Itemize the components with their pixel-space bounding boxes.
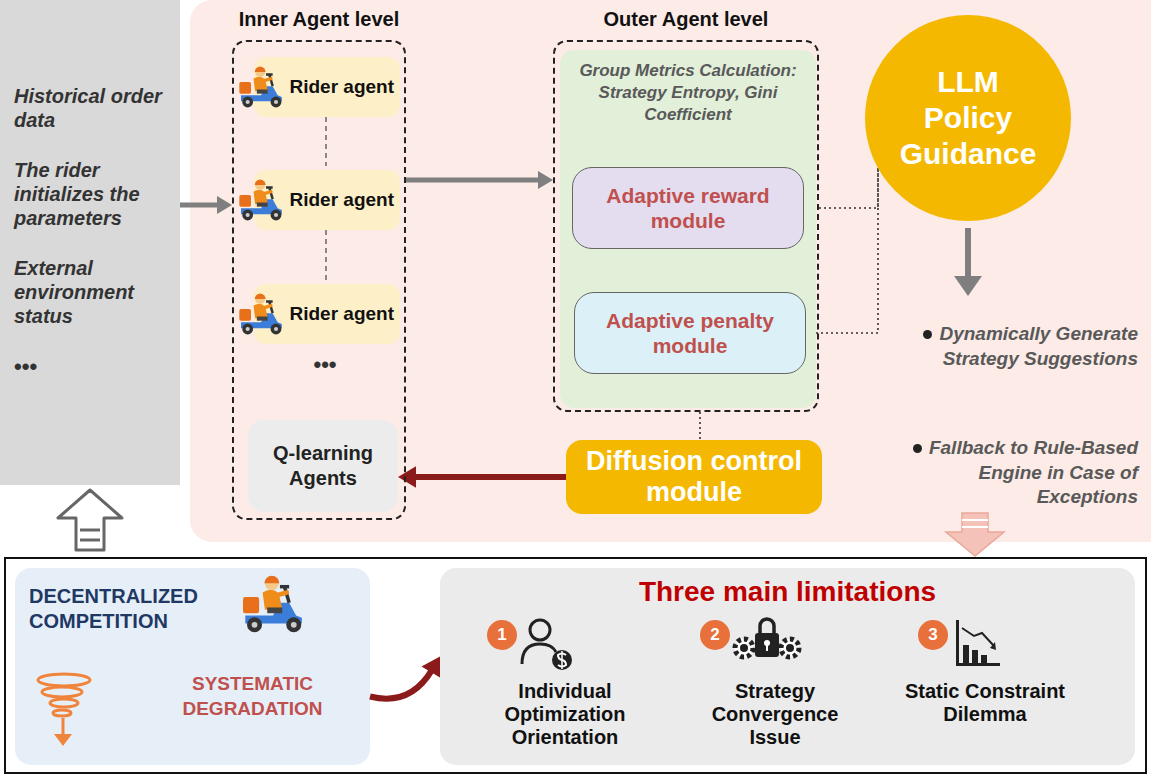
- pink-down-arrow: [946, 513, 1004, 556]
- connector: [398, 466, 566, 488]
- node-text: The rider initializes the parameters: [14, 158, 164, 230]
- connector: [806, 168, 878, 333]
- bottom-frame: [5, 558, 1146, 773]
- scooter-icon: [243, 576, 302, 633]
- limitation-name: Strategy Convergence Issue: [690, 680, 860, 749]
- q-learning-box: Q-learning Agents: [248, 420, 398, 512]
- node-text: LLM Policy Guidance: [893, 64, 1043, 172]
- node-text: Inner Agent level: [194, 8, 444, 31]
- bullet-dot: [913, 444, 922, 453]
- llm-circle: LLM Policy Guidance: [865, 15, 1071, 221]
- inner-agent-group: Inner Agent levelRider agentRider agentR…: [232, 40, 406, 520]
- rider-scooter-icon: [236, 178, 286, 222]
- node-text: SYSTEMATIC DEGRADATION: [145, 672, 360, 721]
- node-text: Adaptive reward module: [583, 183, 793, 233]
- connector: [406, 171, 553, 189]
- rider-agent-box: Rider agent: [254, 57, 400, 117]
- node-text: DECENTRALIZED COMPETITION: [29, 584, 269, 634]
- node-text: •••: [14, 354, 37, 380]
- node-text: 1: [497, 625, 506, 645]
- connector: [370, 657, 440, 699]
- competition-panel: DECENTRALIZED COMPETITION SYSTEMATIC DEGR…: [15, 568, 370, 765]
- limitation-name: Individual Optimization Orientation: [480, 680, 650, 749]
- rider-scooter-icon: [236, 65, 286, 109]
- node-text: Rider agent: [289, 189, 394, 211]
- tornado-icon: [38, 674, 90, 746]
- penalty-module-box: Adaptive penalty module: [574, 292, 806, 374]
- node-text: 3: [928, 625, 937, 645]
- node-text: 2: [710, 625, 719, 645]
- node-text: Outer Agent level: [515, 8, 857, 31]
- diffusion-control-box: Diffusion control module: [566, 440, 822, 514]
- bullet-note: Dynamically Generate Strategy Suggestion…: [880, 322, 1138, 371]
- node-text: Historical order data: [14, 84, 164, 132]
- ellipsis-mark: •••: [252, 352, 398, 378]
- connector: [180, 196, 232, 214]
- outer-region: [190, 0, 1151, 542]
- limitation-name: Static Constraint Dilemma: [900, 680, 1070, 726]
- lock-gears-icon: [735, 619, 799, 657]
- node-text: Q-learning Agents: [263, 441, 383, 491]
- connector: [700, 412, 701, 440]
- rider-agent-box: Rider agent: [254, 284, 400, 344]
- outer-agent-group: Outer Agent levelGroup Metrics Calculati…: [553, 40, 819, 412]
- group-metrics-box: Group Metrics Calculation: Strategy Entr…: [560, 50, 816, 408]
- reward-module-box: Adaptive reward module: [572, 167, 804, 249]
- person-cost-icon: [522, 620, 572, 670]
- node-text: Three main limitations: [440, 576, 1135, 608]
- rider-scooter-icon: [236, 292, 286, 336]
- rider-agent-box: Rider agent: [254, 170, 400, 230]
- limitations-panel-ground: [440, 568, 1135, 765]
- node-text: Diffusion control module: [574, 446, 814, 508]
- callout-circle: 2: [700, 620, 730, 650]
- callout-circle: 1: [487, 620, 517, 650]
- node-text: Group Metrics Calculation: Strategy Entr…: [568, 60, 808, 126]
- declining-chart-icon: [956, 620, 1000, 666]
- input-panel: Historical order dataThe rider initializ…: [0, 0, 180, 485]
- node-text: External environment status: [14, 256, 169, 328]
- node-text: Adaptive penalty module: [585, 308, 795, 358]
- callout-circle: 3: [918, 620, 948, 650]
- node-text: Rider agent: [289, 76, 394, 98]
- llm-down-arrow: [954, 228, 982, 296]
- bullet-dot: [923, 330, 932, 339]
- hollow-up-arrow: [58, 490, 122, 550]
- node-text: Rider agent: [289, 303, 394, 325]
- competition-panel-ground: [15, 568, 370, 765]
